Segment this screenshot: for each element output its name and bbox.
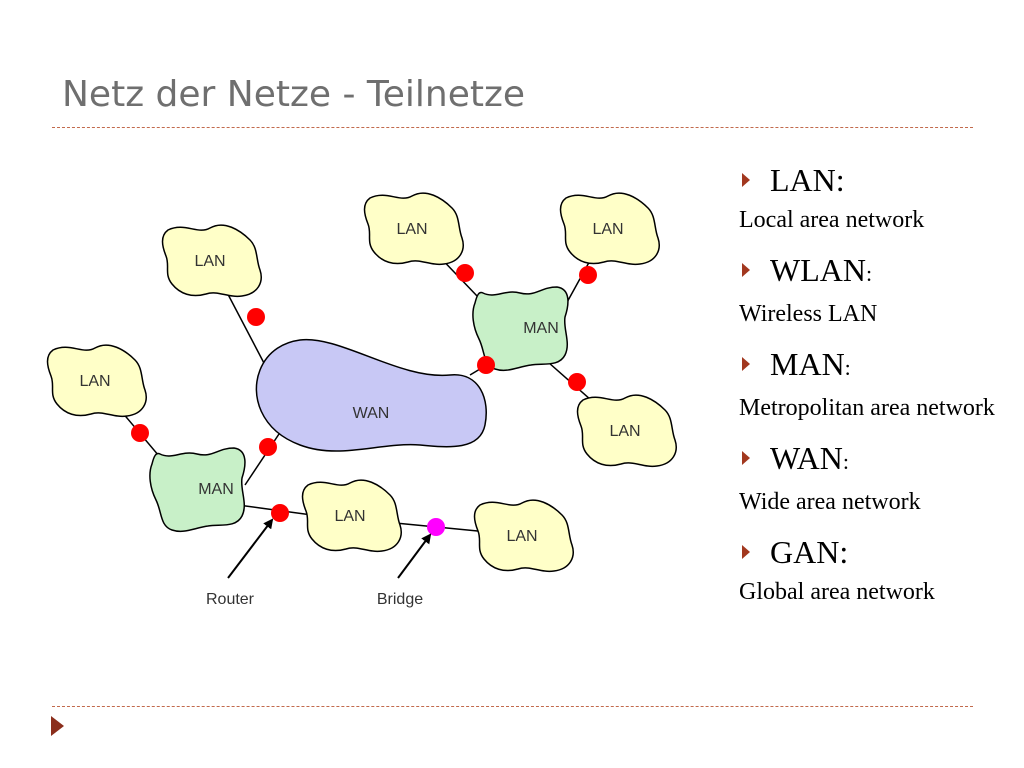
bullet-arrow-icon: [742, 357, 750, 371]
lan-cloud-bottom-center: LAN: [301, 479, 402, 553]
list-item: WLAN: Wireless LAN: [739, 250, 1019, 330]
router-node: [271, 504, 289, 522]
wan-label: WAN: [353, 405, 390, 422]
bullet-description: Wide area network: [739, 489, 921, 515]
lan-label: LAN: [334, 508, 365, 525]
lan-label: LAN: [609, 423, 640, 440]
bullet-description: Global area network: [739, 579, 935, 605]
lan-label: LAN: [592, 221, 623, 238]
bullet-description: Wireless LAN: [739, 301, 878, 327]
lan-label: LAN: [194, 253, 225, 270]
network-diagram: WAN LAN LAN LAN LAN LAN LAN LAN MAN MAN: [46, 192, 677, 608]
wan-cloud: WAN: [255, 338, 487, 452]
lan-cloud-top-right: LAN: [559, 192, 660, 266]
bullet-term: MAN: [770, 346, 845, 382]
list-item: LAN: Local area network: [739, 160, 1019, 236]
bridge-arrow: [397, 533, 432, 579]
bullet-term: LAN: [770, 162, 836, 198]
bullet-colon: :: [839, 534, 849, 570]
lan-label: LAN: [396, 221, 427, 238]
bullet-term: WLAN: [770, 252, 866, 288]
man-cloud-left: MAN: [149, 447, 246, 533]
title-divider: [52, 127, 973, 128]
slide-title: Netz der Netze - Teilnetze: [62, 74, 526, 115]
lan-cloud-right: LAN: [576, 394, 677, 468]
man-label: MAN: [198, 481, 234, 498]
bullet-arrow-icon: [742, 173, 750, 187]
router-caption: Router: [206, 591, 255, 608]
lan-cloud-bottom-right: LAN: [473, 499, 574, 573]
lan-cloud-top-center: LAN: [363, 192, 464, 266]
man-label: MAN: [523, 320, 559, 337]
bullet-colon: :: [865, 261, 873, 286]
router-nodes: [131, 264, 597, 522]
wan-blob: [255, 338, 487, 452]
lan-label: LAN: [506, 528, 537, 545]
bridge-node: [427, 518, 445, 536]
bullet-term: GAN: [770, 534, 840, 570]
bullet-colon: :: [835, 162, 845, 198]
lan-label: LAN: [79, 373, 110, 390]
list-item: MAN: Metropolitan area network: [739, 344, 1019, 424]
footer-triangle-icon: [51, 716, 64, 736]
bullet-colon: :: [844, 355, 851, 380]
bullet-description: Local area network: [739, 207, 925, 233]
router-arrow: [227, 518, 274, 579]
bullet-colon: :: [842, 449, 849, 474]
bullet-arrow-icon: [742, 451, 750, 465]
router-node: [477, 356, 495, 374]
definitions-list: LAN: Local area network WLAN: Wireless L…: [739, 160, 1019, 622]
man-cloud-right: MAN: [472, 286, 569, 372]
bullet-description: Metropolitan area network: [739, 395, 995, 421]
footer-divider: [52, 706, 973, 707]
bullet-arrow-icon: [742, 545, 750, 559]
bullet-arrow-icon: [742, 263, 750, 277]
router-node: [131, 424, 149, 442]
router-node: [247, 308, 265, 326]
list-item: GAN: Global area network: [739, 532, 1019, 608]
lan-cloud-upper-left: LAN: [161, 224, 262, 298]
list-item: WAN: Wide area network: [739, 438, 1019, 518]
lan-cloud-left: LAN: [46, 344, 147, 418]
router-node: [259, 438, 277, 456]
bridge-caption: Bridge: [377, 591, 423, 608]
router-node: [568, 373, 586, 391]
router-node: [456, 264, 474, 282]
bullet-term: WAN: [770, 440, 843, 476]
router-node: [579, 266, 597, 284]
